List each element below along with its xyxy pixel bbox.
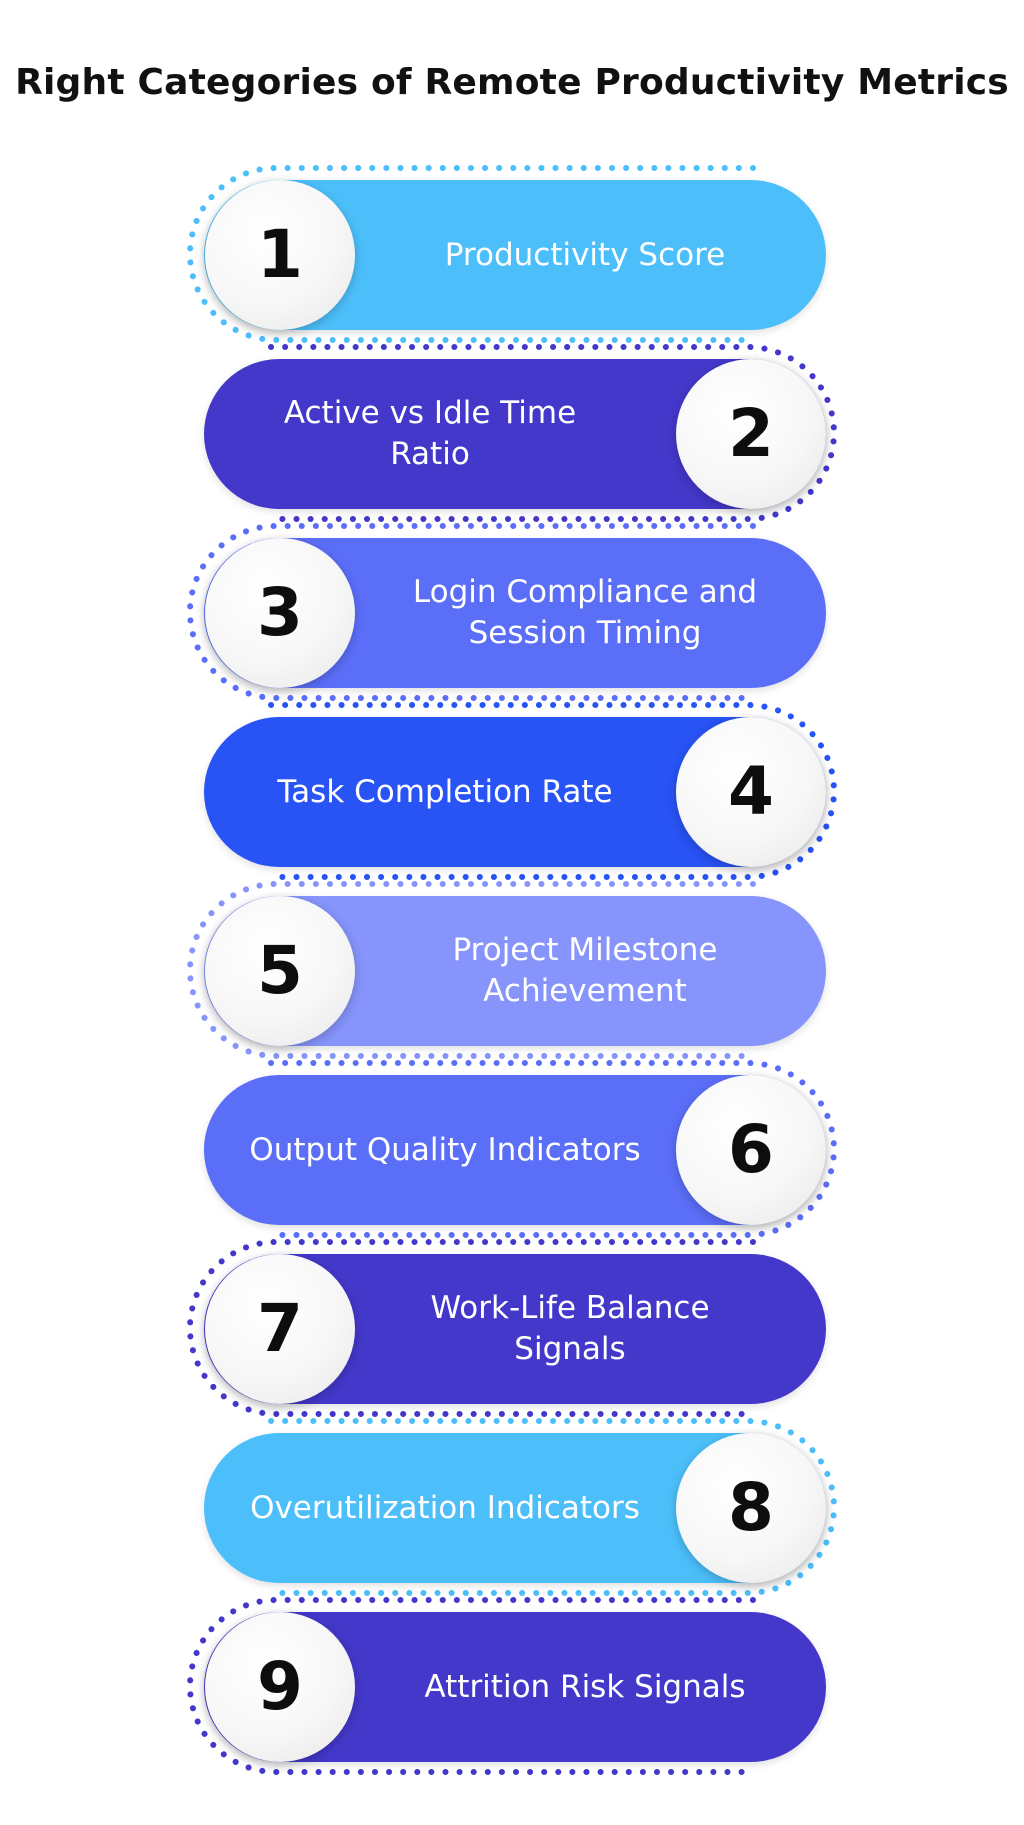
step-item-2: 2 Active vs Idle Time Ratio [187,344,837,522]
step-label: Login Compliance and Session Timing [355,538,815,688]
step-label: Work-Life Balance Signals [355,1254,815,1404]
step-label-text: Attrition Risk Signals [424,1668,746,1705]
page-title: Right Categories of Remote Productivity … [15,62,1009,103]
step-number-badge: 1 [205,180,355,330]
step-number: 4 [728,753,774,830]
step-number-badge: 9 [205,1612,355,1762]
step-item-7: 7 Work-Life Balance Signals [187,1239,837,1417]
step-number-badge: 2 [676,359,826,509]
step-item-5: 5 Project Milestone Achievement [187,881,837,1059]
step-number: 5 [257,932,303,1009]
step-number: 6 [728,1111,774,1188]
step-label-text: Work-Life Balance Signals [430,1290,710,1367]
step-number: 3 [257,574,303,651]
step-number-badge: 7 [205,1254,355,1404]
step-label-text: Login Compliance and Session Timing [412,574,758,651]
step-item-6: 6 Output Quality Indicators [187,1060,837,1238]
step-number: 8 [728,1469,774,1546]
step-label-text: Overutilization Indicators [250,1489,640,1526]
step-number: 7 [257,1290,303,1367]
step-label: Attrition Risk Signals [355,1612,815,1762]
step-label-text: Output Quality Indicators [249,1131,641,1168]
step-label: Project Milestone Achievement [355,896,815,1046]
step-label-text: Active vs Idle Time Ratio [283,395,577,472]
step-item-3: 3 Login Compliance and Session Timing [187,523,837,701]
step-label-text: Project Milestone Achievement [452,932,718,1009]
step-number: 9 [257,1648,303,1725]
step-label: Active vs Idle Time Ratio [217,359,673,509]
step-number-badge: 8 [676,1433,826,1583]
step-label-text: Task Completion Rate [277,773,613,810]
step-item-4: 4 Task Completion Rate [187,702,837,880]
step-number: 1 [257,216,303,293]
step-number-badge: 5 [205,896,355,1046]
step-number-badge: 6 [676,1075,826,1225]
step-label: Task Completion Rate [217,717,673,867]
step-item-9: 9 Attrition Risk Signals [187,1597,837,1775]
step-item-1: 1 Productivity Score [187,165,837,343]
step-label: Output Quality Indicators [217,1075,673,1225]
step-number-badge: 4 [676,717,826,867]
step-number-badge: 3 [205,538,355,688]
step-number: 2 [728,395,774,472]
step-label: Overutilization Indicators [217,1433,673,1583]
step-label-text: Productivity Score [444,236,726,273]
step-label: Productivity Score [355,180,815,330]
step-item-8: 8 Overutilization Indicators [187,1418,837,1596]
